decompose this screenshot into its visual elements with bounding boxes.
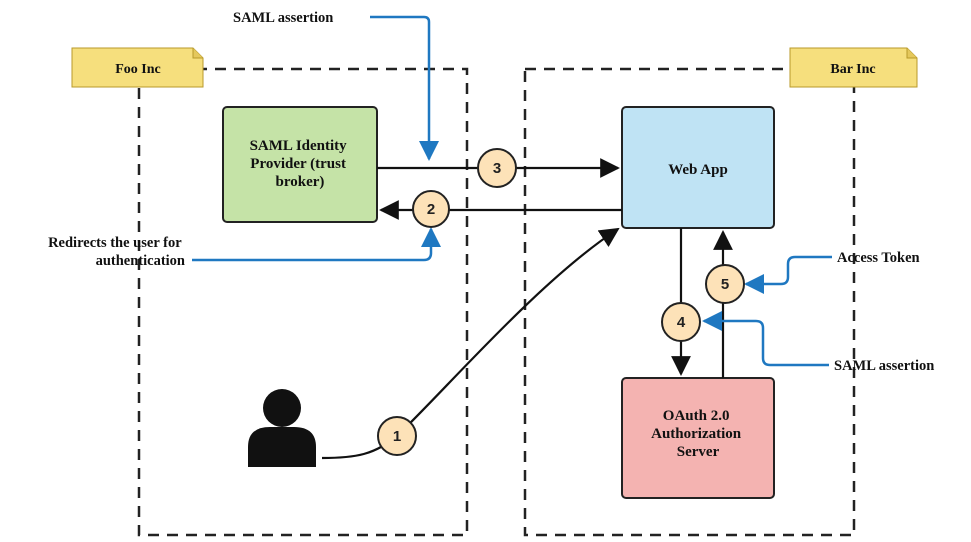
annotation-access-token: Access Token (837, 250, 920, 266)
annotation-arrow-redirect (192, 227, 441, 262)
annotation-arrow-access-token (744, 255, 832, 294)
flow-arrow-user-to-webapp (321, 227, 620, 460)
foo-zone-note: Foo Inc (71, 47, 204, 88)
svg-text:SAML Identity Provider (: SAML Identity Provider (trust broker) (250, 138, 351, 190)
idp-label-line-1: SAML Identity (250, 138, 348, 154)
svg-text:2: 2 (427, 201, 435, 218)
oauth-server-box: OAuth 2.0 Authorization Server (621, 377, 775, 499)
annotation-arrow-saml-right (702, 311, 829, 367)
saml-idp-box: SAML Identity Provider (trust broker) (222, 106, 378, 223)
annotation-redirect-line-1: Redirects the user for (48, 235, 182, 251)
step-badge-4: 4 (661, 302, 701, 342)
oauth-label-line-1: OAuth 2.0 (663, 408, 730, 424)
step-badge-2: 2 (412, 190, 450, 228)
web-app-label: Web App (668, 162, 728, 178)
svg-text:5: 5 (721, 276, 729, 293)
user-silhouette-icon (248, 389, 316, 467)
annotation-saml-assertion-right: SAML assertion (834, 358, 934, 374)
annotation-redirect-line-2: authentication (96, 253, 185, 269)
web-app-box: Web App (621, 106, 775, 229)
bar-zone-note: Bar Inc (789, 47, 918, 88)
svg-text:3: 3 (493, 160, 501, 177)
foo-zone-border (137, 67, 469, 537)
annotation-saml-assertion-top: SAML assertion (233, 10, 333, 26)
step-badge-5: 5 (705, 264, 745, 304)
step-badge-1: 1 (377, 416, 417, 456)
svg-text:Redirects the user for aut: Redirects the user for authentication (48, 235, 185, 269)
foo-zone-label: Foo Inc (115, 62, 161, 77)
oauth-label-line-2: Authorization (651, 426, 742, 442)
annotation-arrow-saml-top (370, 15, 439, 161)
bar-zone-label: Bar Inc (830, 62, 875, 77)
svg-text:1: 1 (393, 428, 401, 445)
svg-text:OAuth 2.0 Authorization: OAuth 2.0 Authorization Server (651, 408, 745, 460)
bar-zone-border (523, 67, 856, 537)
oauth-label-line-3: Server (677, 444, 720, 460)
svg-text:4: 4 (677, 314, 686, 331)
idp-label-line-3: broker) (276, 174, 325, 190)
step-badge-3: 3 (477, 148, 517, 188)
idp-label-line-2: Provider (trust (250, 156, 346, 172)
